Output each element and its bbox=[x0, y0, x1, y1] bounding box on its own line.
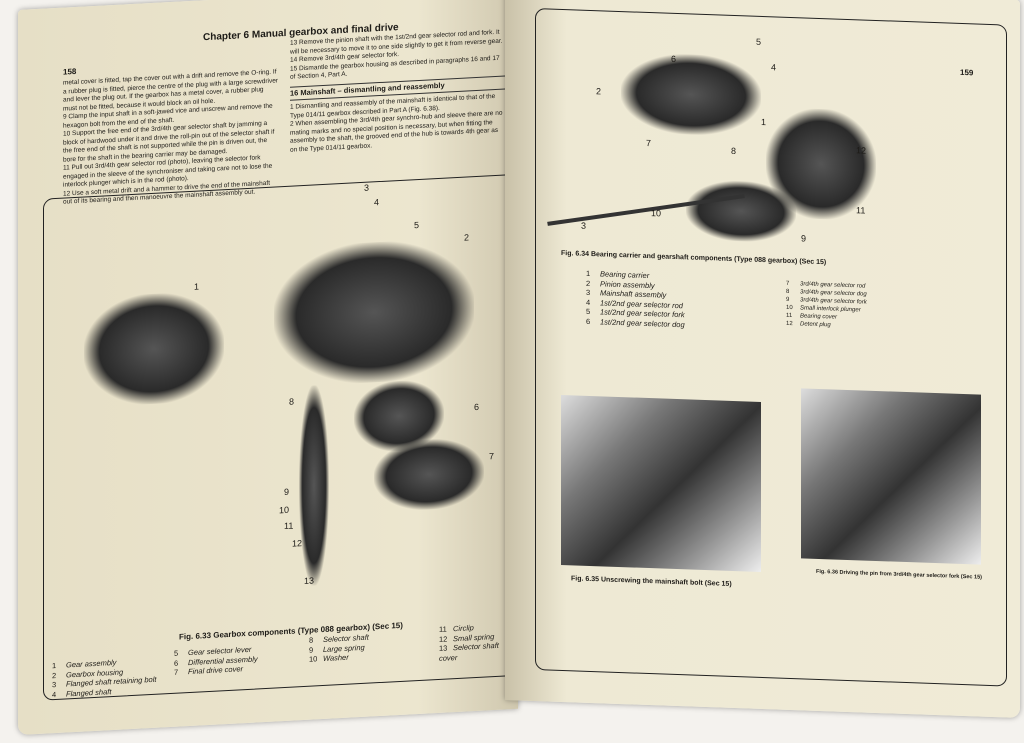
callout: 8 bbox=[289, 396, 295, 407]
callout: 5 bbox=[756, 36, 762, 47]
callout: 12 bbox=[856, 145, 867, 156]
legend-text: Washer bbox=[323, 652, 349, 664]
callout: 1 bbox=[761, 116, 767, 128]
figure-6-35-caption: Fig. 6.35 Unscrewing the mainshaft bolt … bbox=[571, 575, 732, 588]
pinion-assembly-illustration bbox=[621, 52, 761, 137]
callout: 9 bbox=[284, 486, 290, 498]
callout: 1 bbox=[194, 281, 200, 292]
text-column-2: 13 Remove the pinion shaft with the 1st/… bbox=[290, 28, 505, 154]
figure-6-36-photo bbox=[801, 388, 981, 565]
legend-text: 5 bbox=[586, 306, 591, 316]
callout: 3 bbox=[364, 182, 370, 193]
callout: 12 bbox=[292, 538, 303, 549]
legend-text: Detent plug bbox=[800, 321, 831, 329]
figure-6-35-photo bbox=[561, 394, 761, 572]
final-drive-cover-illustration bbox=[374, 436, 484, 513]
callout: 2 bbox=[596, 86, 602, 97]
legend-text: 7 bbox=[174, 667, 179, 677]
callout: 2 bbox=[464, 232, 470, 243]
legend-text: 6 bbox=[586, 316, 591, 326]
legend-text: 3 bbox=[586, 287, 591, 297]
mainshaft-illustration bbox=[686, 179, 796, 244]
page-number: 158 bbox=[63, 66, 77, 77]
legend-text: 1 bbox=[586, 268, 591, 278]
text-column-1: metal cover is fitted, tap the cover out… bbox=[63, 68, 278, 207]
right-page: 159 5 6 4 2 1 7 8 12 3 10 9 11 Fig. 6.34… bbox=[505, 0, 1020, 718]
callout: 7 bbox=[489, 451, 495, 462]
callout: 11 bbox=[856, 205, 866, 216]
callout: 4 bbox=[374, 197, 380, 208]
callout: 11 bbox=[284, 520, 294, 532]
callout: 7 bbox=[646, 137, 652, 149]
callout: 10 bbox=[651, 208, 662, 219]
legend-text: 12 bbox=[786, 320, 793, 328]
legend-text: 10 bbox=[309, 654, 318, 664]
gearbox-housing-illustration bbox=[274, 237, 474, 388]
figure-6-36-caption: Fig. 6.36 Driving the pin from 3rd/4th g… bbox=[816, 568, 982, 581]
callout: 4 bbox=[771, 62, 777, 73]
legend-text: Large spring bbox=[323, 642, 365, 654]
legend-text: Flanged shaft bbox=[66, 686, 112, 698]
callout: 5 bbox=[414, 219, 420, 231]
callout: 13 bbox=[304, 575, 315, 587]
legend-text: 4 bbox=[52, 689, 57, 699]
figure-caption: Fig. 6.33 Gearbox components (Type 088 g… bbox=[179, 620, 403, 642]
callout: 9 bbox=[801, 233, 807, 244]
figure-6-34-caption: Fig. 6.34 Bearing carrier and gearshaft … bbox=[561, 249, 827, 267]
callout: 3 bbox=[581, 220, 587, 231]
callout: 10 bbox=[279, 504, 290, 516]
callout: 8 bbox=[731, 145, 737, 157]
left-page: Chapter 6 Manual gearbox and final drive… bbox=[18, 0, 518, 736]
selector-shaft-illustration bbox=[299, 384, 329, 587]
legend-text: Circlip bbox=[453, 623, 474, 634]
callout: 6 bbox=[671, 53, 677, 64]
legend-text: 4 bbox=[586, 297, 591, 307]
callout: 6 bbox=[474, 401, 480, 413]
legend-text: Final drive cover bbox=[188, 664, 244, 677]
legend-text: 1st/2nd gear selector dog bbox=[600, 316, 685, 329]
figure-6-33-frame: 3 4 5 2 1 8 6 7 9 10 11 12 13 Fig. 6.33 … bbox=[43, 173, 515, 701]
legend-text: 2 bbox=[586, 278, 591, 288]
gear-assembly-illustration bbox=[84, 290, 224, 408]
right-page-frame: 5 6 4 2 1 7 8 12 3 10 9 11 Fig. 6.34 Bea… bbox=[535, 8, 1007, 687]
